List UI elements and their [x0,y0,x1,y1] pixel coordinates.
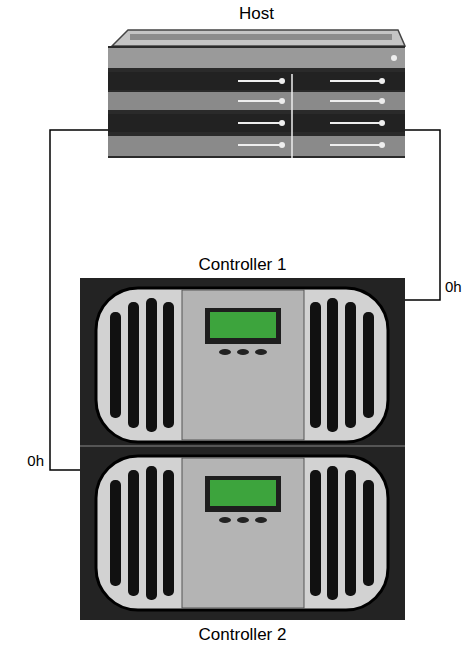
controller-unit: Controller 1 [80,280,405,446]
controller-unit: Controller 2 [80,448,405,620]
cable-line [405,130,440,300]
device-label: Host [108,4,405,24]
cable-line [50,130,108,470]
port-label: 0h [444,278,463,295]
device-label: Controller 1 [80,255,405,275]
port-label: 0h [26,452,45,469]
device-label: Controller 2 [80,625,405,645]
host-server: Host [108,30,405,158]
